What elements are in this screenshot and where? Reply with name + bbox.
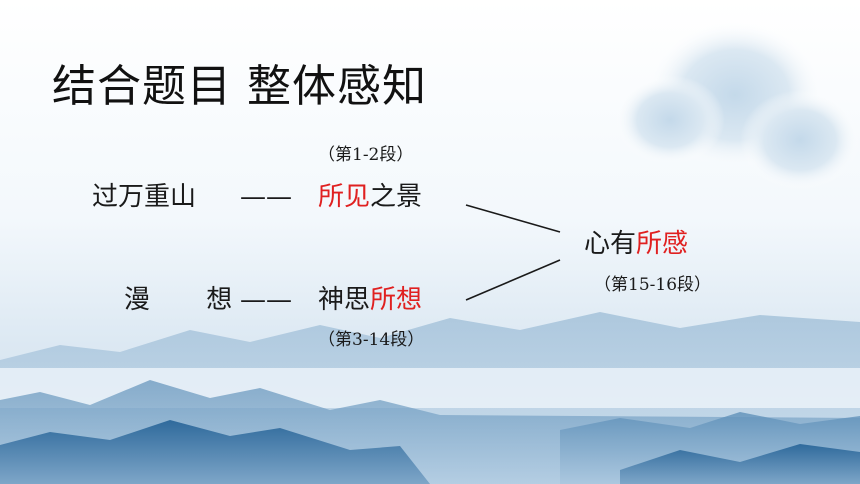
row1-right-label: 所见之景	[318, 184, 422, 210]
connector-line-bottom	[465, 259, 561, 301]
connector-line-top	[465, 204, 561, 233]
page-title: 结合题目 整体感知	[52, 61, 427, 112]
result-section-note: （第15-16段）	[594, 275, 712, 295]
result-label: 心有所感	[584, 231, 688, 257]
row1-highlight: 所见	[318, 182, 371, 212]
result-highlight: 所感	[636, 229, 689, 259]
row1-rest: 之景	[370, 182, 423, 212]
row2-dash: ——	[240, 285, 292, 315]
row2-right-label: 神思所想	[318, 287, 422, 313]
row1-dash: ——	[240, 182, 292, 212]
result-prefix: 心有	[584, 229, 637, 259]
row2-rest: 神思	[318, 285, 371, 315]
row2-section-note: （第3-14段）	[318, 330, 425, 350]
row2-highlight: 所想	[370, 285, 423, 315]
row2-left-label: 漫 想	[124, 285, 257, 315]
row1-left-label: 过万重山	[92, 182, 197, 212]
row1-section-note: （第1-2段）	[318, 145, 414, 165]
